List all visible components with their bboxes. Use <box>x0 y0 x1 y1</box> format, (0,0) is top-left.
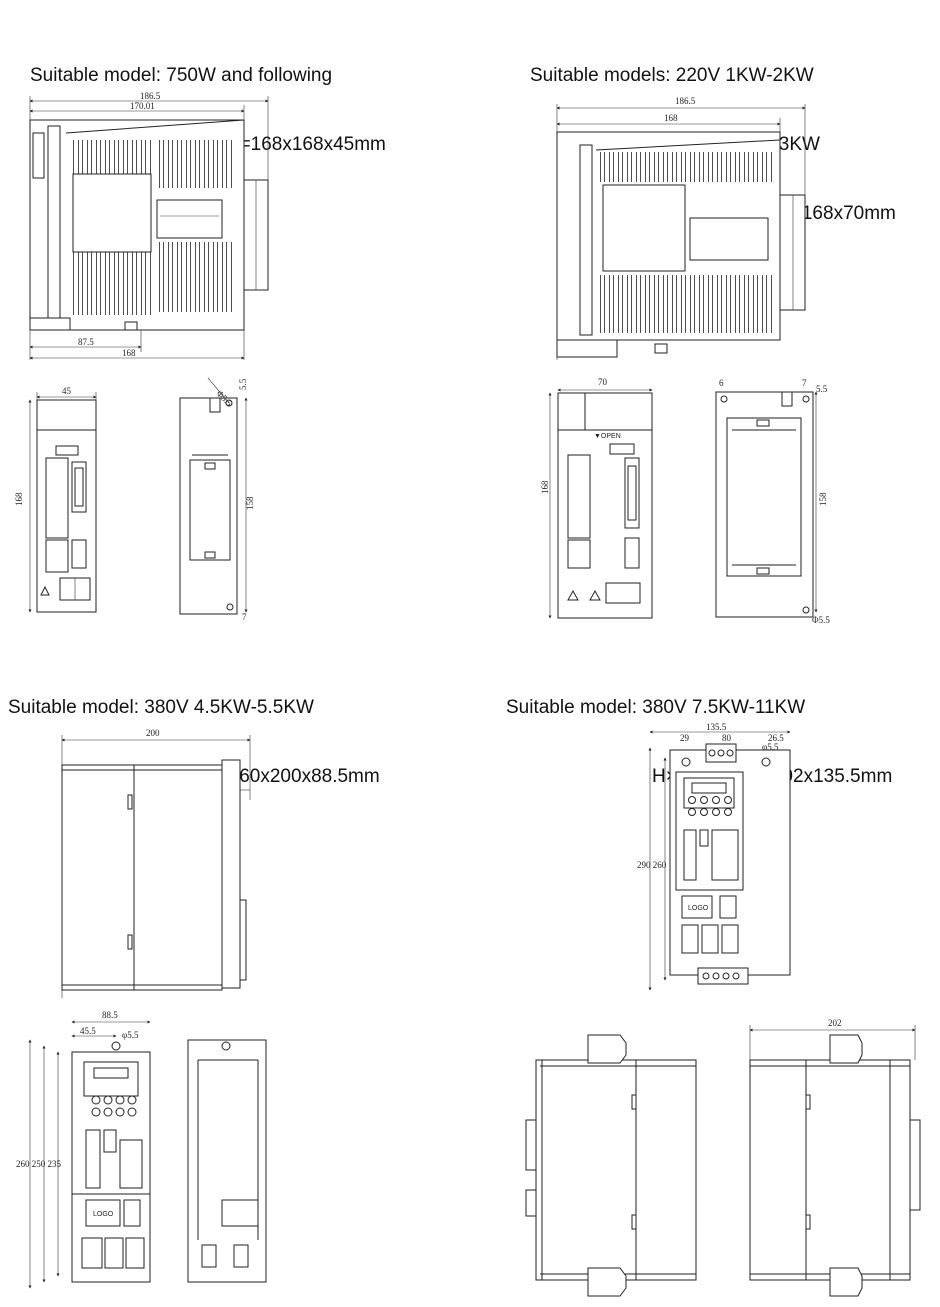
q1-dim-5: 5.5 <box>238 378 248 390</box>
q4-dim-202: 202 <box>828 1018 842 1028</box>
q4-dim-26: 26.5 <box>768 733 784 743</box>
q3-dim-200: 200 <box>146 728 160 738</box>
q4-dim-phi: φ5.5 <box>762 742 779 752</box>
q2-dim-168: 168 <box>664 113 678 123</box>
header-750w-model: Suitable model: 750W and following <box>30 65 333 86</box>
q4-dim-135: 135.5 <box>706 722 727 732</box>
q1-dim-186: 186.5 <box>140 91 161 101</box>
q3-keypad <box>91 1095 137 1117</box>
q2-dim-h168: 168 <box>540 480 550 494</box>
q1-dim-87: 87.5 <box>78 337 94 347</box>
q3-front-view: 88.5 45.5 φ5.5 260 250 235 LOGO <box>16 1010 151 1289</box>
q3-dim-h: 260 250 235 <box>16 1159 62 1169</box>
q2-dim-70: 70 <box>598 377 608 387</box>
q2-dim-7: 7 <box>802 378 807 388</box>
q1-dim-170: 170.01 <box>130 101 155 111</box>
q1-rear-view: 158 5.5 Φ5.5 7 <box>179 377 255 622</box>
header-7-5kw-model: Suitable model: 380V 7.5KW-11KW <box>506 697 806 718</box>
header-4-5kw-model: Suitable model: 380V 4.5KW-5.5KW <box>8 697 314 718</box>
q4-keypad <box>688 796 732 816</box>
q2-open-label: ▼OPEN <box>594 433 621 440</box>
q4-dim-80: 80 <box>722 733 732 743</box>
q2-front-view: 70 168 ▼OPEN <box>540 377 653 619</box>
q1-dim-168: 168 <box>122 348 136 358</box>
q3-dim-45: 45.5 <box>80 1026 96 1036</box>
q4-front-view: 135.5 29 80 26.5 φ5.5 290 260 LOGO <box>637 722 791 991</box>
q2-rear-view: 6 7 5.5 158 Φ5.5 <box>715 378 830 625</box>
q3-dim-88: 88.5 <box>102 1010 118 1020</box>
header-1kw-model: Suitable models: 220V 1KW-2KW <box>530 65 814 86</box>
q2-dim-158: 158 <box>818 492 828 506</box>
q4-dim-29: 29 <box>680 733 690 743</box>
q2-side-view: 186.5 168 <box>556 96 806 360</box>
q4-side-view-right: 202 <box>749 1018 921 1297</box>
q1-side-view: 186.5 170.01 87.5 168 <box>29 91 269 360</box>
q3-logo: LOGO <box>93 1211 114 1218</box>
q1-dim-158: 158 <box>245 496 255 510</box>
q1-dim-7: 7 <box>242 612 247 622</box>
q2-dim-5: 5.5 <box>816 384 828 394</box>
q1-terminal-block <box>45 457 69 573</box>
q1-front-view: 45 168 <box>14 386 97 613</box>
q3-side-view: 200 <box>61 728 251 998</box>
q4-side-view-left <box>525 1034 697 1297</box>
q3-dim-phi: φ5.5 <box>122 1030 139 1040</box>
q3-rear-view <box>187 1039 267 1283</box>
q4-dim-h: 290 260 <box>637 860 667 870</box>
q1-dim-45: 45 <box>62 386 72 396</box>
q1-dim-h168: 168 <box>14 492 24 506</box>
q2-dim-phi: Φ5.5 <box>812 615 830 625</box>
q2-dim-186: 186.5 <box>675 96 696 106</box>
q2-dim-6: 6 <box>719 378 724 388</box>
q4-logo: LOGO <box>688 905 709 912</box>
